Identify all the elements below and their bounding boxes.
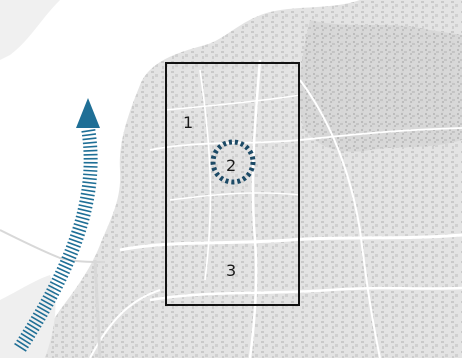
dashed-circle-icon <box>210 139 256 185</box>
river-channel <box>0 229 106 358</box>
road-network <box>89 59 462 358</box>
area-label-2: 2 <box>226 156 236 175</box>
curved-arrow-icon <box>14 98 100 352</box>
study-area-box <box>165 62 300 306</box>
area-label-3: 3 <box>226 261 236 280</box>
area-label-1: 1 <box>183 113 193 132</box>
